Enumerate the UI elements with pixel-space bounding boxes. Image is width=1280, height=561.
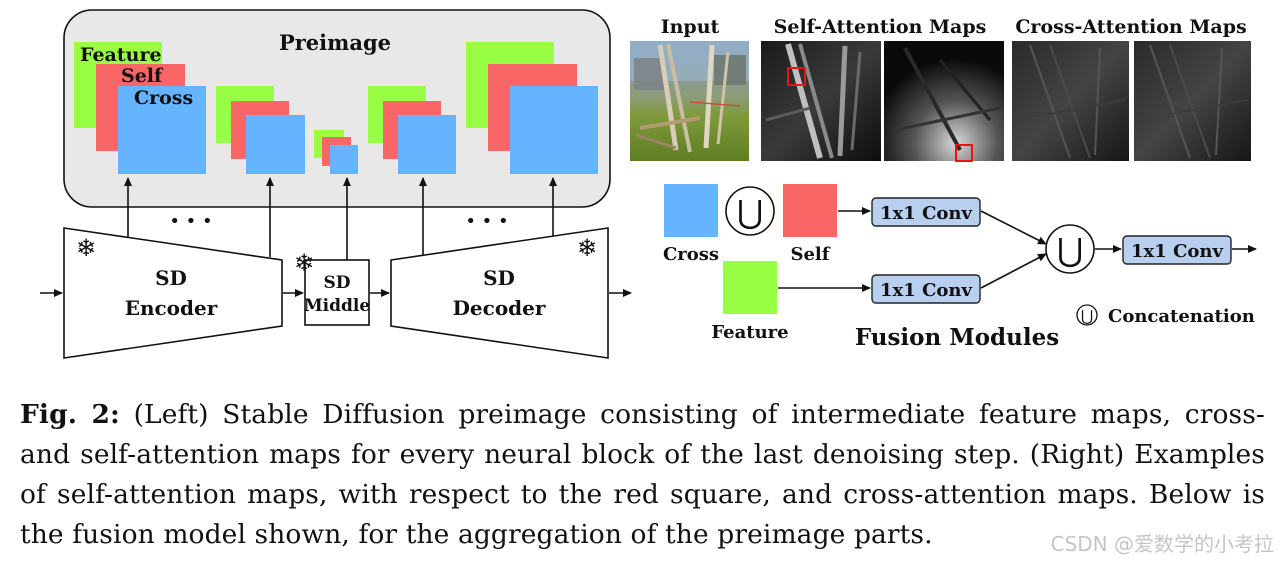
conv-box-bottom [871,274,981,304]
cross-label: Cross [134,87,193,109]
self-attention-map-2 [884,41,1004,162]
fusion-cross-label: Cross [663,244,719,265]
conv-box-top [871,197,981,227]
cross-attention-map-1 [1012,41,1129,161]
cross-attention-block [246,115,305,174]
preimage-title: Preimage [279,30,391,55]
freeze-icon: ❄ [577,234,597,262]
concat-legend-label: Concatenation [1108,306,1255,327]
input-photo [630,41,749,161]
figure-caption: Fig. 2: (Left) Stable Diffusion preimage… [20,395,1265,555]
sd-decoder-block [390,227,609,359]
input-title: Input [661,16,720,38]
preimage-stack-4 [368,86,456,174]
self-label: Self [121,65,164,87]
cross-attention-block [398,115,456,174]
freeze-icon: ❄ [76,234,96,262]
sd-encoder-block [63,227,283,359]
self-attention-title: Self-Attention Maps [774,16,987,38]
fusion-title: Fusion Modules [855,324,1059,351]
conv-box-output [1122,235,1232,265]
self-attention-map-1 [761,41,881,161]
fusion-arrows [778,207,1257,292]
ellipsis-right: • • • [465,211,508,232]
concat-legend-icon: ⋃ [1081,307,1093,325]
red-query-square [955,144,973,162]
up-arrows [124,177,557,260]
encoder-label-line2: Encoder [125,296,218,320]
sd-middle-block [304,259,370,326]
fusion-self-block [783,184,837,237]
preimage-stack-1: Feature Self Cross [74,42,206,174]
fusion-self-label: Self [790,244,830,265]
fusion-feature-label: Feature [711,322,788,343]
cross-attention-block [118,86,206,174]
preimage-stack-3 [314,130,358,174]
fusion-cross-block [664,184,718,237]
middle-label-line1: SD [323,273,350,293]
decoder-label-line2: Decoder [453,296,546,320]
concat-icon: ⋃ [1057,231,1083,269]
concat-circle-merge [1045,224,1095,274]
watermark: CSDN @爱数学的小考拉 [1050,532,1274,556]
cross-attention-block [510,86,598,174]
middle-label-line2: Middle [304,296,371,316]
feature-label: Feature [80,44,162,66]
red-query-square [787,67,806,86]
concat-legend-circle [1076,304,1098,326]
caption-fig-label: Fig. 2: [20,399,120,430]
cross-attention-title: Cross-Attention Maps [1015,16,1246,38]
fusion-feature-block [723,261,777,314]
cross-attention-block [330,145,358,174]
cross-attention-map-2 [1134,41,1251,161]
conv-box-top-label: 1x1 Conv [880,203,972,224]
ellipsis-left: • • • [169,211,212,232]
preimage-stack-5 [466,42,598,174]
caption-text: (Left) Stable Diffusion preimage consist… [20,399,1265,550]
decoder-label-line1: SD [483,266,515,290]
conv-box-bottom-label: 1x1 Conv [880,280,972,301]
preimage-stack-2 [216,86,305,174]
conv-box-output-label: 1x1 Conv [1131,241,1223,262]
encoder-label-line1: SD [155,266,187,290]
concat-icon: ⋃ [737,193,763,231]
freeze-icon: ❄ [294,249,314,277]
concat-circle [725,186,775,236]
